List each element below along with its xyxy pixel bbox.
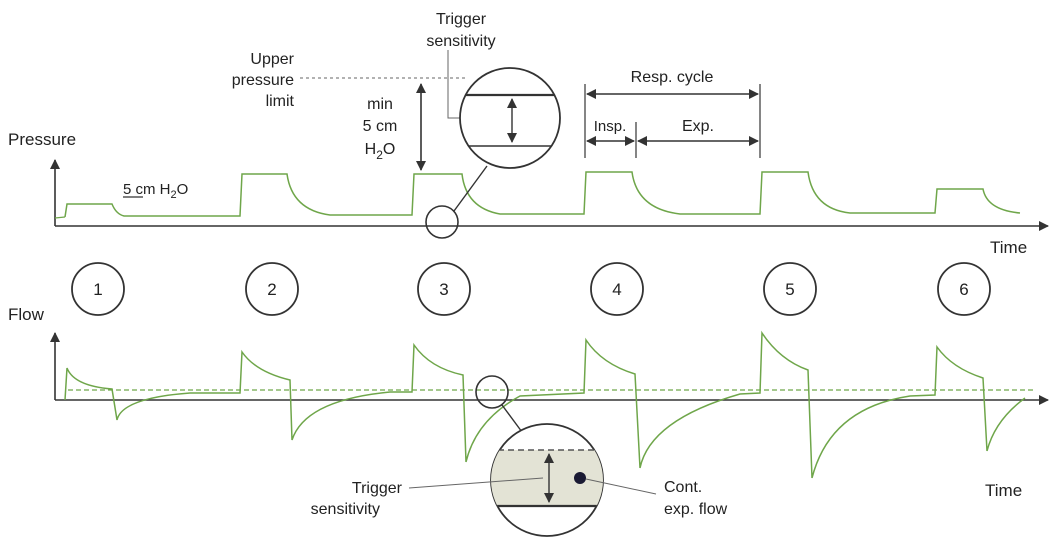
breath-circle-2 — [245, 262, 299, 316]
min-pressure-label: min 5 cm H2O — [363, 96, 398, 162]
zoom-connector-top — [453, 165, 488, 212]
zoom-circle-large-bottom — [490, 423, 604, 537]
svg-text:Upper: Upper — [250, 51, 294, 68]
breath-circle-1 — [71, 262, 125, 316]
svg-text:Cont.: Cont. — [664, 479, 702, 496]
flow-axis-label: Flow — [8, 305, 45, 324]
svg-text:sensitivity: sensitivity — [311, 501, 380, 518]
zoom-circle-large-top — [459, 67, 561, 169]
breath-number-1: 1 — [93, 280, 102, 299]
upper-pressure-limit-label: Upper pressure limit — [232, 51, 295, 110]
svg-text:5 cm: 5 cm — [363, 118, 398, 135]
cont-exp-flow-leader — [585, 478, 657, 495]
breath-number-3: 3 — [439, 280, 448, 299]
pressure-axes — [50, 159, 1049, 231]
breath-number-circles: 1 2 3 4 5 6 — [71, 262, 991, 316]
breath-circle-5 — [763, 262, 817, 316]
insp-label: Insp. — [594, 118, 627, 135]
breath-circle-3 — [417, 262, 471, 316]
svg-text:exp. flow: exp. flow — [664, 501, 728, 518]
scale-label: 5 cm H2O — [123, 181, 188, 201]
cont-exp-flow-dot — [574, 472, 586, 484]
flow-waveform — [64, 330, 1026, 479]
breath-number-2: 2 — [267, 280, 276, 299]
breath-circle-6 — [937, 262, 991, 316]
resp-cycle-annotation — [584, 84, 761, 158]
breath-circle-4 — [590, 262, 644, 316]
zoom-connector-bottom — [501, 404, 523, 433]
time-axis-label-bottom: Time — [985, 481, 1022, 500]
pressure-axis-label: Pressure — [8, 130, 76, 149]
zoom-circle-small-top — [425, 205, 459, 239]
exp-label: Exp. — [682, 118, 714, 135]
breath-number-6: 6 — [959, 280, 968, 299]
pressure-baseline — [54, 216, 66, 219]
zoom-circle-small-bottom — [475, 375, 509, 409]
trigger-sensitivity-label-bottom: Trigger sensitivity — [311, 480, 403, 518]
trigger-leader-bottom — [408, 477, 544, 489]
resp-cycle-label: Resp. cycle — [631, 69, 714, 86]
pressure-waveform — [64, 171, 1021, 218]
svg-text:Trigger: Trigger — [352, 480, 403, 497]
svg-text:limit: limit — [266, 93, 295, 110]
svg-text:pressure: pressure — [232, 72, 294, 89]
svg-text:min: min — [367, 96, 393, 113]
flow-axes — [50, 332, 1049, 405]
breath-number-4: 4 — [612, 280, 621, 299]
time-axis-label-top: Time — [990, 238, 1027, 257]
breath-number-5: 5 — [785, 280, 794, 299]
trigger-sensitivity-label-top: Trigger sensitivity — [426, 11, 495, 50]
svg-text:Trigger: Trigger — [436, 11, 487, 28]
svg-text:sensitivity: sensitivity — [426, 33, 495, 50]
cont-exp-flow-label: Cont. exp. flow — [664, 479, 728, 518]
svg-text:H2O: H2O — [365, 141, 396, 162]
